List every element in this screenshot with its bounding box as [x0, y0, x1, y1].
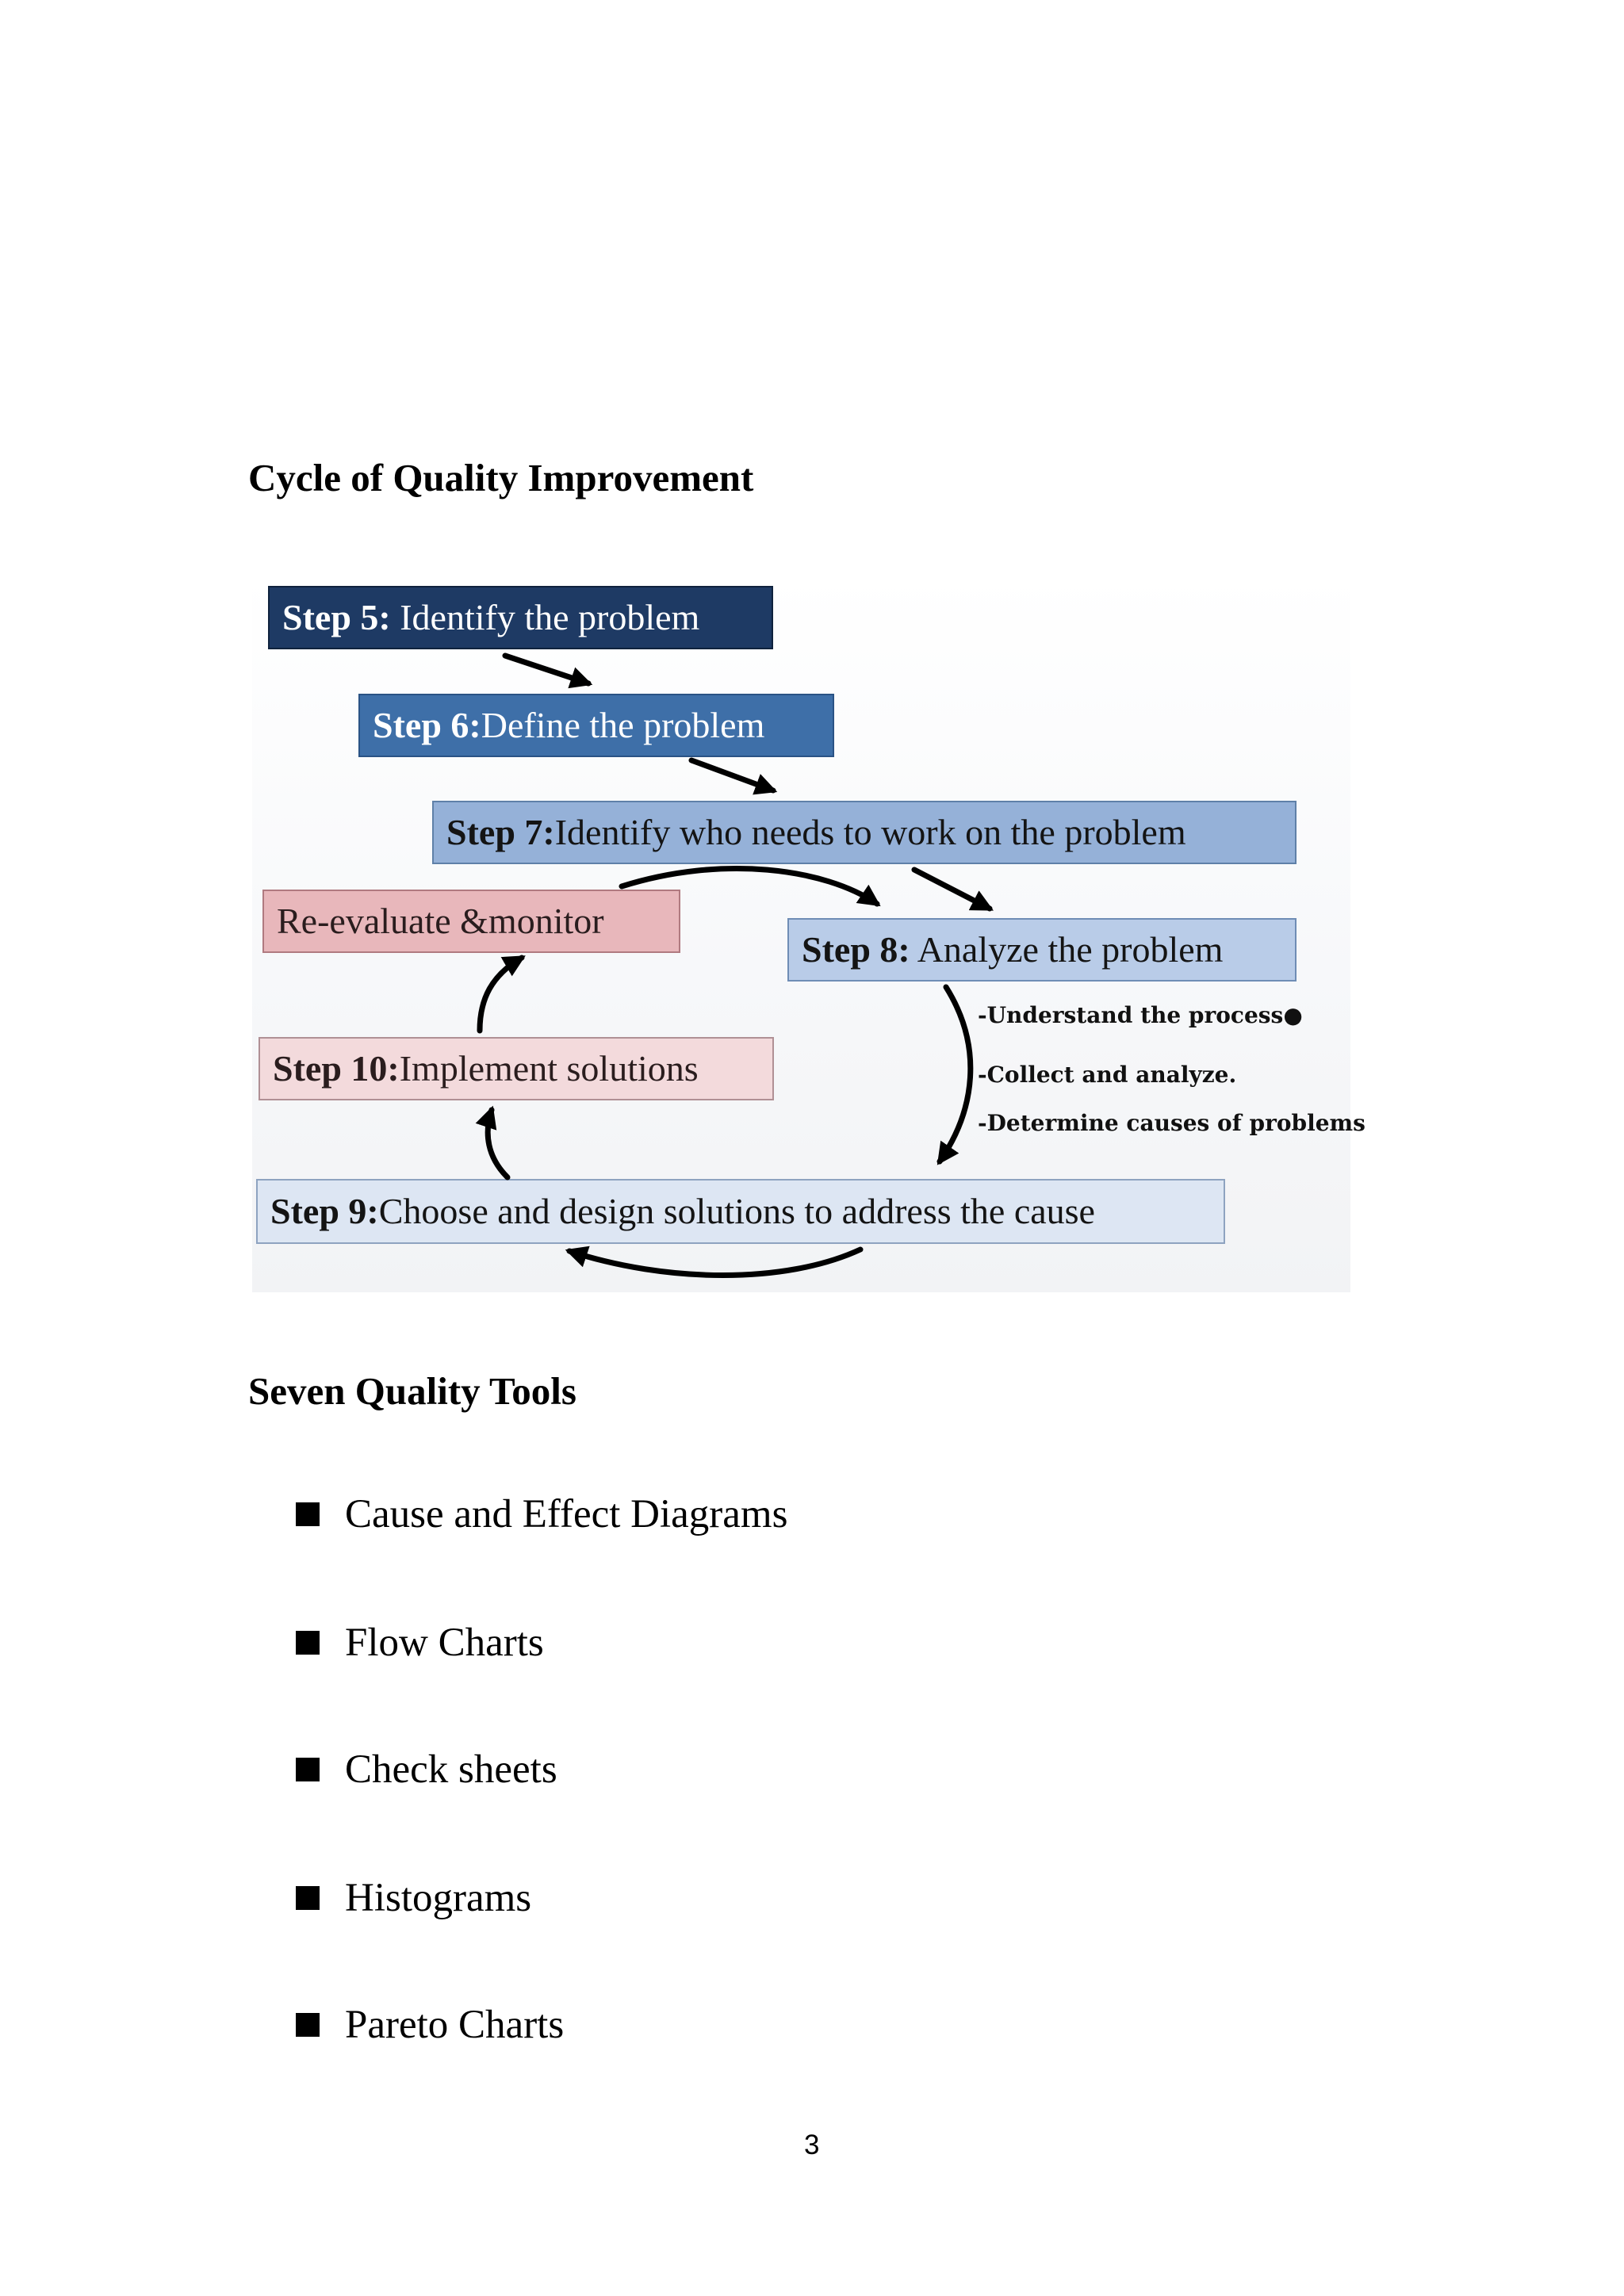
square-bullet-icon — [296, 1886, 320, 1910]
step-9-text: Choose and design solutions to address t… — [378, 1191, 1095, 1231]
square-bullet-icon — [296, 1631, 320, 1655]
step-7-label: Step 7: — [446, 812, 555, 852]
note-determine: -Determine causes of problems — [978, 1110, 1365, 1136]
reevaluate-box: Re-evaluate &monitor — [262, 890, 680, 953]
arrow-step8-to-step9 — [936, 984, 974, 1165]
note-collect: -Collect and analyze. — [978, 1062, 1237, 1088]
step-5-box: Step 5: Identify the problem — [268, 586, 773, 649]
step-8-label: Step 8: — [802, 929, 910, 970]
step-6-label: Step 6: — [373, 705, 481, 745]
step-8-text: Analyze the problem — [910, 929, 1224, 970]
list-item: Histograms — [296, 1874, 531, 1922]
arrow-step10-to-reevaluate — [477, 955, 526, 1034]
step-7-text: Identify who needs to work on the proble… — [554, 812, 1186, 852]
arrow-step6-to-step7 — [688, 757, 778, 795]
tool-label: Histograms — [345, 1876, 532, 1920]
page-number: 3 — [804, 2130, 820, 2160]
arrow-reevaluate-to-step8 — [619, 866, 881, 907]
step-10-label: Step 10: — [273, 1048, 400, 1089]
step-6-box: Step 6: Define the problem — [358, 694, 834, 757]
step-9-label: Step 9: — [270, 1191, 379, 1231]
step-9-box: Step 9: Choose and design solutions to a… — [256, 1179, 1225, 1244]
step-5-label: Step 5: — [282, 597, 391, 637]
step-5-text: Identify the problem — [390, 597, 700, 637]
tool-label: Flow Charts — [345, 1621, 544, 1665]
arrow-step5-to-step6 — [502, 652, 593, 689]
square-bullet-icon — [296, 2013, 320, 2037]
reevaluate-text: Re-evaluate &monitor — [277, 901, 604, 941]
list-item: Check sheets — [296, 1746, 557, 1793]
list-item: Flow Charts — [296, 1619, 544, 1667]
tool-label: Check sheets — [345, 1747, 557, 1792]
step-10-box: Step 10: Implement solutions — [259, 1037, 774, 1100]
tool-label: Cause and Effect Diagrams — [345, 1492, 788, 1536]
tool-label: Pareto Charts — [345, 2003, 565, 2047]
arrow-step9-to-step10 — [475, 1105, 511, 1181]
tools-heading: Seven Quality Tools — [248, 1369, 576, 1413]
list-item: Pareto Charts — [296, 2001, 564, 2049]
list-item: Cause and Effect Diagrams — [296, 1490, 787, 1538]
cycle-heading: Cycle of Quality Improvement — [248, 456, 754, 499]
arrow-step7-to-step8 — [911, 867, 994, 912]
step-6-text: Define the problem — [481, 705, 765, 745]
square-bullet-icon — [296, 1502, 320, 1526]
step-8-box: Step 8: Analyze the problem — [787, 918, 1297, 982]
step-7-box: Step 7: Identify who needs to work on th… — [432, 801, 1297, 864]
step-10-text: Implement solutions — [399, 1048, 699, 1089]
square-bullet-icon — [296, 1758, 320, 1781]
note-understand: -Understand the process● — [978, 1002, 1303, 1028]
arrow-step9-to-step9-loop — [565, 1246, 864, 1278]
